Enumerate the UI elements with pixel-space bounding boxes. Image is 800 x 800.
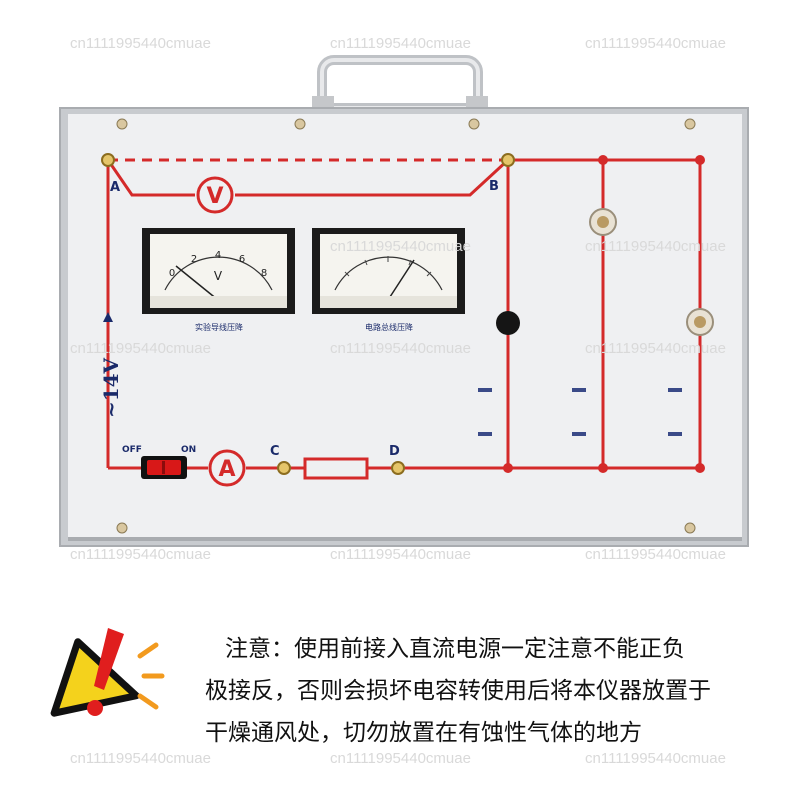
label-c: C	[270, 444, 280, 459]
label-b: B	[489, 179, 499, 194]
watermark: cn1111995440cmuae	[330, 238, 471, 255]
warning-icon	[50, 628, 165, 717]
svg-text:A: A	[218, 457, 235, 482]
watermark: cn1111995440cmuae	[330, 546, 471, 563]
scale-0: 0	[169, 268, 175, 279]
scale-2: 2	[191, 254, 197, 265]
watermark: cn1111995440cmuae	[585, 238, 726, 255]
junction-dots	[503, 155, 705, 473]
voltage-source-label: ~14V	[99, 357, 123, 418]
screws	[116, 118, 696, 534]
watermark: cn1111995440cmuae	[70, 340, 211, 357]
watermark: cn1111995440cmuae	[70, 35, 211, 52]
watermark: cn1111995440cmuae	[585, 750, 726, 767]
watermark: cn1111995440cmuae	[330, 35, 471, 52]
svg-text:V: V	[206, 184, 223, 209]
terminal-c	[277, 461, 291, 475]
terminal-posts	[101, 153, 515, 475]
terminal-b	[501, 153, 515, 167]
watermark: cn1111995440cmuae	[70, 546, 211, 563]
label-d: D	[389, 444, 400, 459]
ammeter-symbol: A	[208, 449, 246, 487]
notice-line: 干燥通风处，切勿放置在有蚀性气体的地方	[205, 720, 642, 746]
scale-6: 6	[239, 254, 245, 265]
watermark: cn1111995440cmuae	[585, 35, 726, 52]
voltmeter-left: 0 2 4 6 8 V	[142, 228, 295, 314]
terminal-a	[101, 153, 115, 167]
carry-handle	[312, 55, 488, 113]
resistor-symbol	[303, 457, 369, 480]
label-a: A	[110, 180, 120, 195]
voltmeter-symbol: V	[196, 176, 234, 214]
notice-line: 极接反，否则会损坏电容转使用后将本仪器放置于	[205, 678, 711, 704]
bulb-upper	[589, 208, 617, 236]
watermark: cn1111995440cmuae	[70, 750, 211, 767]
bulb-lower	[686, 308, 714, 336]
scale-8: 8	[261, 268, 267, 279]
watermark: cn1111995440cmuae	[330, 340, 471, 357]
meter-right-caption: 电路总线压降	[365, 322, 413, 332]
switch-on-label: ON	[181, 445, 196, 455]
switch-off-label: OFF	[122, 445, 142, 455]
watermark: cn1111995440cmuae	[330, 750, 471, 767]
terminal-d	[391, 461, 405, 475]
meter-left-caption: 实验导线压降	[195, 322, 243, 332]
power-switch[interactable]	[141, 456, 187, 479]
watermark: cn1111995440cmuae	[585, 340, 726, 357]
notice-line: 注意：使用前接入直流电源一定注意不能正负	[225, 636, 685, 662]
watermark: cn1111995440cmuae	[585, 546, 726, 563]
scale-4: 4	[215, 250, 221, 261]
voltmeter-right	[312, 228, 465, 314]
usage-notice: 注意：使用前接入直流电源一定注意不能正负 极接反，否则会损坏电容转使用后将本仪器…	[205, 628, 775, 754]
svg-text:~14V: ~14V	[99, 357, 123, 418]
meter-unit: V	[214, 269, 223, 283]
black-terminal-knob	[496, 311, 520, 335]
small-panel-marks	[478, 388, 682, 436]
